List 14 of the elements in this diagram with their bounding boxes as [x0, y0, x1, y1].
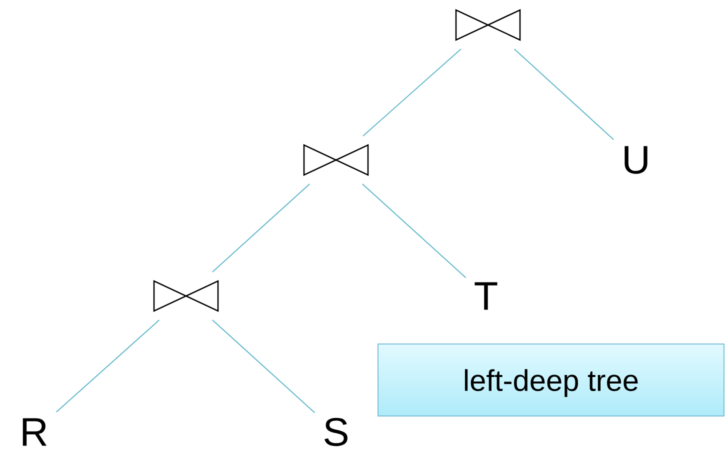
- relation-label: R: [22, 418, 47, 446]
- join-symbol: [455, 9, 521, 42]
- relation-label: T: [474, 282, 498, 310]
- relation-label: U: [624, 146, 648, 174]
- tree-edge: [56, 319, 160, 412]
- tree-edge: [514, 48, 614, 140]
- tree-edge: [362, 183, 466, 278]
- relation-label: S: [324, 418, 348, 446]
- join-symbol: [153, 280, 219, 312]
- tree-edge: [362, 48, 462, 136]
- note-box: left-deep tree: [378, 343, 724, 416]
- tree-edge: [212, 319, 316, 414]
- join-symbol: [303, 144, 369, 176]
- tree-edge: [212, 183, 310, 272]
